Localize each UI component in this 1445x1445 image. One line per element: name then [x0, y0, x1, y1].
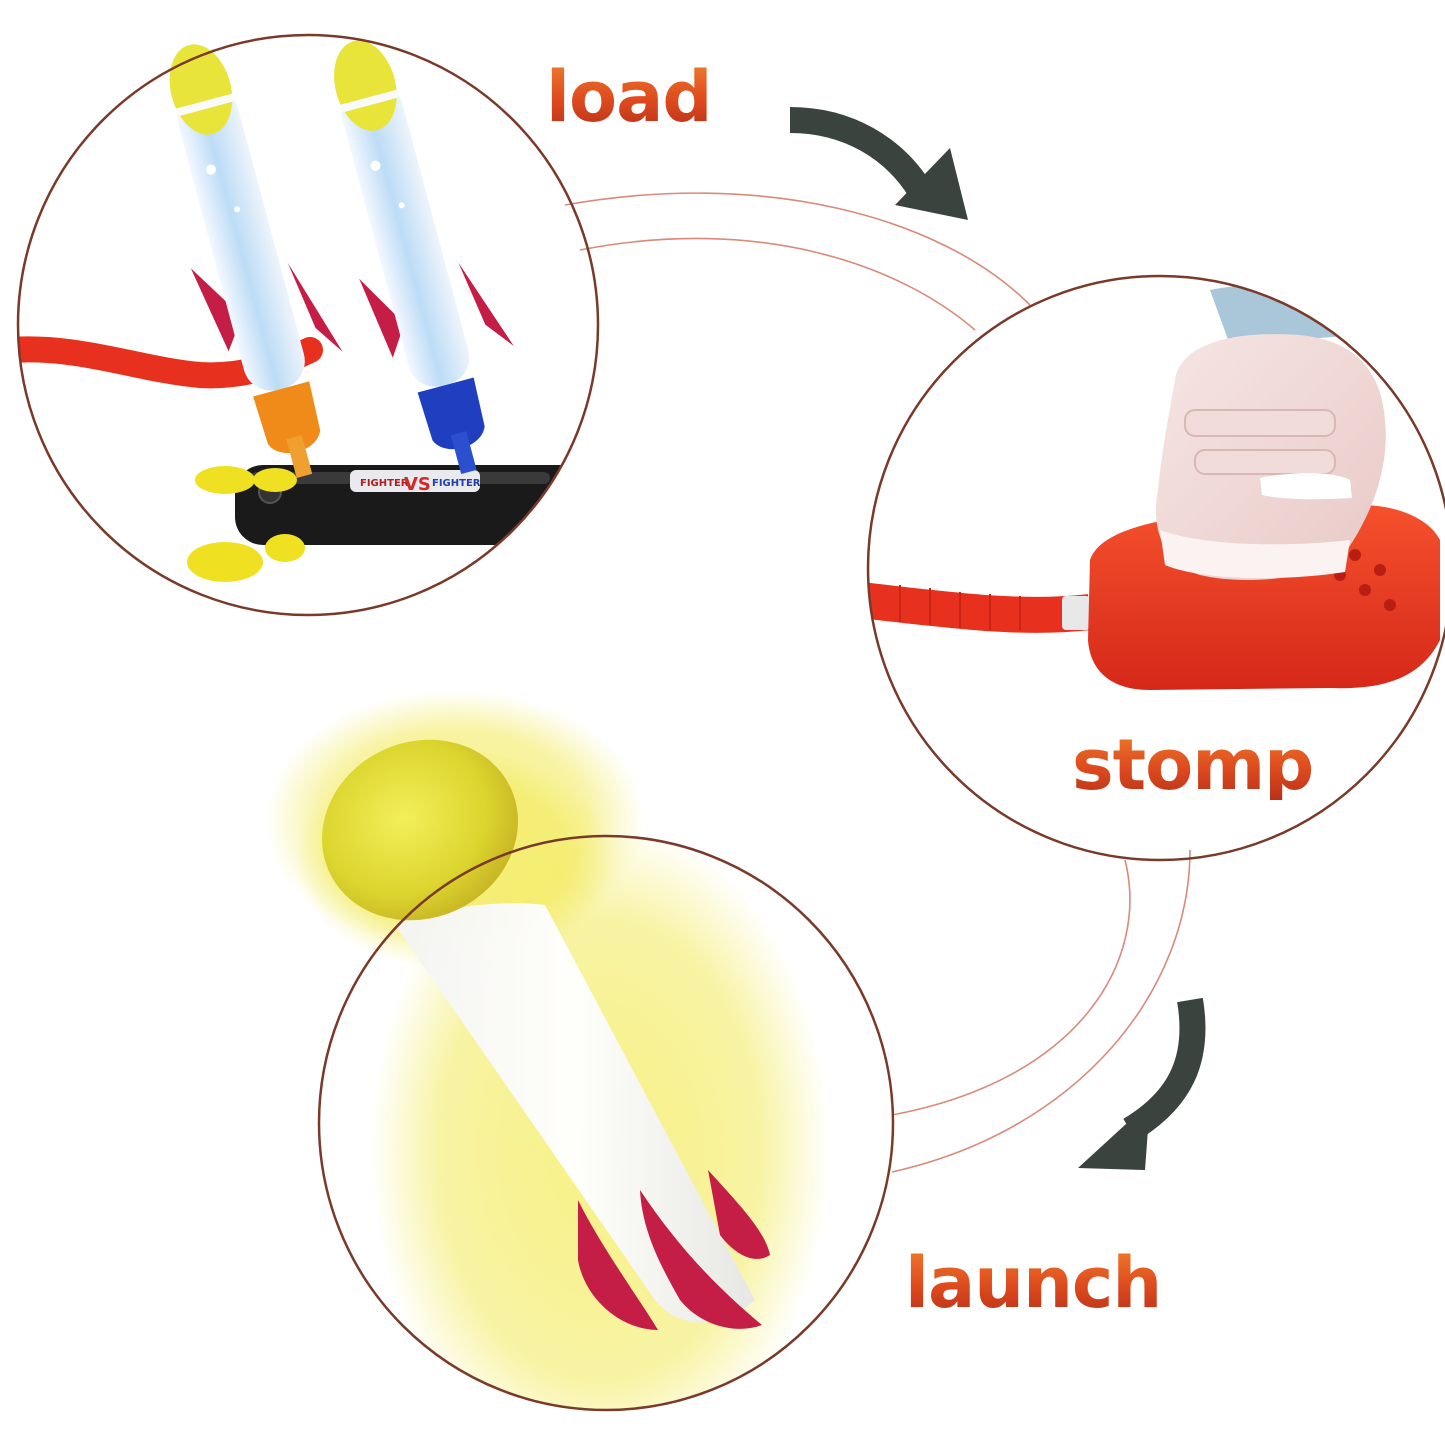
rocket-right — [334, 40, 514, 475]
launch-scene — [265, 690, 895, 1412]
arc-stomp-to-launch-outer — [891, 859, 1131, 1116]
connector-arcs — [564, 192, 1191, 1173]
arc-load-to-stomp-outer — [564, 192, 1031, 306]
rocket-launching — [322, 739, 770, 1330]
load-scene: FIGHTER VS FIGHTER — [16, 33, 600, 617]
step-label-load: load — [546, 56, 712, 138]
curved-arrow-icon — [789, 107, 968, 220]
stomp-scene — [866, 274, 1445, 862]
step-label-stomp: stomp — [1072, 724, 1314, 806]
badge-mid-text: VS — [404, 474, 431, 495]
badge-right-text: FIGHTER — [432, 478, 481, 489]
launch-circle-outline — [317, 834, 895, 1412]
step-label-launch: launch — [905, 1242, 1162, 1324]
arc-stomp-to-launch-inner — [891, 849, 1191, 1173]
rocket-left — [169, 44, 343, 478]
curved-arrow-icon — [1078, 997, 1206, 1170]
arc-load-to-stomp-inner — [579, 237, 976, 331]
stomp-circle-outline — [866, 274, 1445, 862]
load-circle-outline — [16, 33, 600, 617]
badge-left-text: FIGHTER — [360, 478, 409, 489]
